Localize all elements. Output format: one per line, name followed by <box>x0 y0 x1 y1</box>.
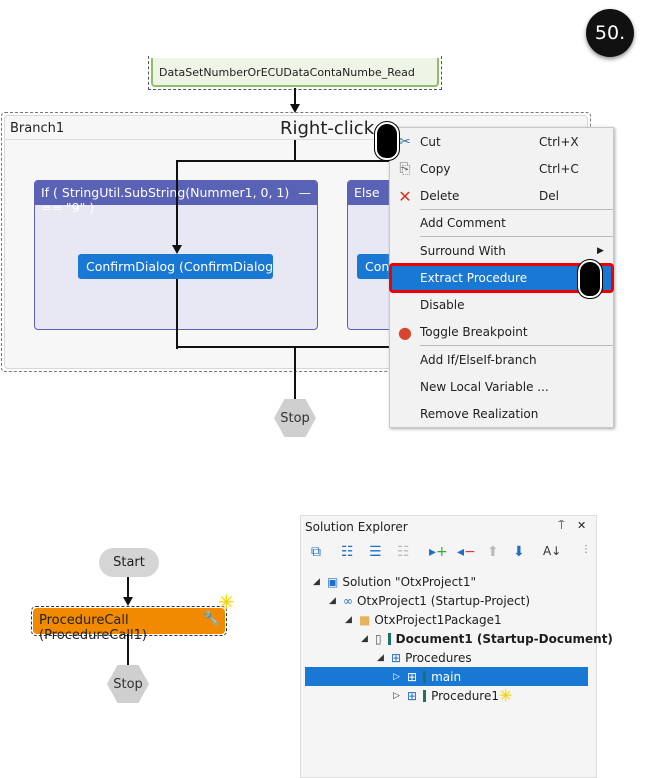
right-click-annotation: Right-click <box>280 118 375 139</box>
new-procedure-icon[interactable]: ⧉ <box>311 544 321 560</box>
new-star-icon: ✳ <box>499 686 513 705</box>
if-condition: If ( StringUtil.SubString(Nummer1, 0, 1)… <box>41 185 290 215</box>
tree-item-procedures[interactable]: ◢⊞Procedures <box>377 650 472 665</box>
properties-icon[interactable]: ☷ <box>341 544 354 560</box>
tree-view-icon[interactable]: ☰ <box>369 544 382 560</box>
connector <box>176 346 396 348</box>
menu-item-disable[interactable]: Disable <box>420 298 465 312</box>
tree-item-project[interactable]: ◢∞OtxProject1 (Startup-Project) <box>329 593 531 608</box>
submenu-arrow-icon: ▶ <box>597 246 604 256</box>
copy-icon: ⎘ <box>399 161 411 177</box>
tree-item-document[interactable]: ◢▯Document1 (Startup-Document) <box>361 631 613 646</box>
move-down-icon[interactable]: ⬇ <box>513 544 525 560</box>
menu-separator <box>420 236 613 237</box>
menu-separator <box>420 209 613 210</box>
mouse-click-icon <box>577 259 603 299</box>
menu-item-new-local-variable[interactable]: New Local Variable ... <box>420 380 549 394</box>
mouse-right-click-icon <box>374 121 400 161</box>
menu-item-remove-realization[interactable]: Remove Realization <box>420 407 539 421</box>
breakpoint-icon: ● <box>398 322 412 342</box>
menu-separator <box>420 345 613 346</box>
tree-item-package[interactable]: ◢■OtxProject1Package1 <box>345 612 502 627</box>
connector <box>294 346 296 400</box>
else-label: Else <box>354 185 380 200</box>
arrow-icon <box>123 597 133 606</box>
overflow-icon[interactable]: ⋮ <box>581 544 591 555</box>
menu-item-add-if-elseif[interactable]: Add If/ElseIf-branch <box>420 353 537 367</box>
move-up-icon[interactable]: ⬆ <box>487 544 499 560</box>
wrench-icon[interactable]: 🔧 <box>202 611 220 627</box>
prev-node[interactable]: DataSetNumberOrECUDataContaNumbe_Read <box>151 58 439 87</box>
solution-explorer: Solution Explorer ⍑ ✕ ⧉ ☷ ☰ ☷ ▸+ ◂− ⬆ ⬇ … <box>300 515 613 778</box>
menu-item-add-comment[interactable]: Add Comment <box>420 216 506 230</box>
stop-node[interactable]: Stop <box>107 665 149 703</box>
step-badge: 50. <box>586 9 634 57</box>
connector <box>127 634 129 666</box>
close-icon[interactable]: ✕ <box>577 519 587 532</box>
tree-item-main[interactable]: ▷⊞main <box>305 667 588 686</box>
remove-icon[interactable]: ◂− <box>457 544 476 560</box>
scissors-icon: ✂ <box>399 134 411 150</box>
sort-az-icon[interactable]: A↓ <box>543 544 562 558</box>
menu-item-surround-with[interactable]: Surround With▶ <box>420 244 604 258</box>
connector <box>294 140 296 162</box>
stop-node[interactable]: Stop <box>274 399 316 437</box>
procedure-call-selection <box>31 606 227 636</box>
confirm-dialog-1[interactable]: ConfirmDialog (ConfirmDialog1) <box>78 254 273 279</box>
connector <box>176 160 178 248</box>
panel-title: Solution Explorer <box>305 520 408 534</box>
network-icon[interactable]: ☷ <box>397 544 410 560</box>
connector <box>294 88 296 106</box>
arrow-icon <box>290 104 300 113</box>
pin-icon[interactable]: ⍑ <box>558 519 565 532</box>
new-star-icon: ✳ <box>218 590 235 614</box>
procedure-call-node[interactable]: ProcedureCall (ProcedureCall1) 🔧 <box>33 608 225 643</box>
tree-item-procedure1[interactable]: ▷⊞Procedure1✳ <box>393 686 513 705</box>
divider <box>4 139 588 140</box>
start-node[interactable]: Start <box>99 548 159 577</box>
procedure-call-label: ProcedureCall (ProcedureCall1) <box>39 613 147 643</box>
arrow-icon <box>172 245 182 254</box>
connector <box>127 577 129 599</box>
collapse-button[interactable]: — <box>298 185 312 200</box>
connector <box>176 279 178 349</box>
add-icon[interactable]: ▸+ <box>429 544 448 560</box>
branch-title: Branch1 <box>10 121 65 136</box>
menu-item-toggle-breakpoint[interactable]: ●Toggle Breakpoint <box>390 319 613 345</box>
menu-item-extract-procedure[interactable]: Extract Procedure <box>389 263 614 293</box>
delete-x-icon: ✕ <box>398 186 412 206</box>
connector <box>176 160 396 162</box>
tree-item-solution[interactable]: ◢▣Solution "OtxProject1" <box>313 574 477 589</box>
